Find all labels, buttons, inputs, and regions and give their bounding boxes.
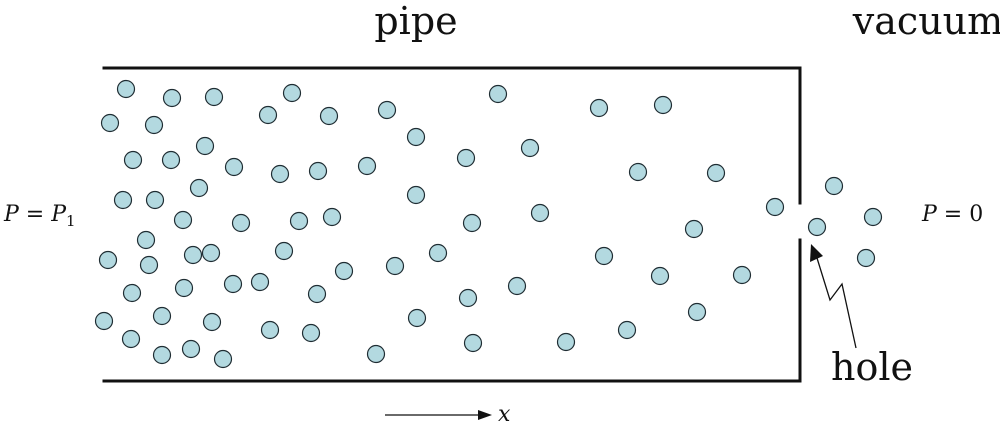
left-pressure-sub: 1: [66, 212, 76, 230]
gas-molecule: [307, 284, 327, 304]
x-axis-label: x: [498, 402, 511, 425]
gas-molecule: [144, 115, 164, 135]
gas-molecule: [152, 345, 172, 365]
gas-molecule: [260, 320, 280, 340]
gas-molecule: [195, 136, 215, 156]
gas-molecule: [385, 256, 405, 276]
gas-molecule: [807, 217, 827, 237]
gas-molecule: [181, 339, 201, 359]
vacuum-label: vacuum: [852, 0, 1000, 43]
gas-molecule: [687, 302, 707, 322]
gas-molecule: [224, 157, 244, 177]
gas-molecule: [628, 162, 648, 182]
pipe-label: pipe: [374, 0, 457, 43]
hole-label: hole: [831, 345, 913, 389]
gas-molecule: [139, 255, 159, 275]
gas-molecule: [377, 100, 397, 120]
right-pressure-rhs: 0: [969, 202, 983, 227]
gas-molecule: [152, 306, 172, 326]
left-pressure-lhs: P: [3, 202, 20, 227]
gas-molecule: [357, 156, 377, 176]
gas-molecule: [684, 219, 704, 239]
gas-molecule: [270, 164, 290, 184]
gas-molecule: [282, 83, 302, 103]
gas-molecule: [507, 276, 527, 296]
gas-molecule: [123, 150, 143, 170]
gas-molecule: [145, 190, 165, 210]
gas-molecule: [653, 95, 673, 115]
gas-molecule: [617, 320, 637, 340]
hole-pointer-line: [816, 257, 857, 349]
pipe-walls: [102, 66, 802, 383]
hole-pointer-arrowhead: [810, 244, 823, 262]
gas-molecule: [488, 84, 508, 104]
left-pressure-eq: =: [19, 202, 51, 227]
gas-molecule: [650, 266, 670, 286]
gas-molecule: [556, 332, 576, 352]
gas-molecule: [250, 272, 270, 292]
gas-molecule: [189, 178, 209, 198]
gas-molecule: [174, 278, 194, 298]
gas-molecule: [406, 127, 426, 147]
gas-molecule: [428, 243, 448, 263]
gas-molecule: [458, 288, 478, 308]
gas-molecule: [274, 241, 294, 261]
right-pressure-eq: =: [937, 202, 969, 227]
gas-molecule: [100, 113, 120, 133]
gas-molecule: [824, 176, 844, 196]
left-pressure-rhs: P: [50, 202, 67, 227]
gas-molecule: [162, 88, 182, 108]
gas-molecule: [98, 250, 118, 270]
gas-molecule: [765, 197, 785, 217]
gas-molecule: [183, 245, 203, 265]
gas-molecule: [94, 311, 114, 331]
gas-molecule: [589, 98, 609, 118]
x-axis-arrowhead: [478, 410, 492, 420]
right-pressure-label: P = 0: [921, 202, 983, 227]
gas-molecule: [334, 261, 354, 281]
gas-molecule: [231, 213, 251, 233]
gas-molecule: [319, 106, 339, 126]
gas-molecule: [366, 344, 386, 364]
gas-molecule: [173, 210, 193, 230]
gas-molecule: [201, 243, 221, 263]
gas-molecule: [463, 333, 483, 353]
gas-molecule: [204, 87, 224, 107]
gas-molecule: [202, 312, 222, 332]
gas-molecule: [456, 148, 476, 168]
gas-molecule: [122, 283, 142, 303]
gas-molecule: [308, 161, 328, 181]
gas-molecule: [594, 246, 614, 266]
gas-molecule: [462, 213, 482, 233]
gas-molecule: [301, 323, 321, 343]
gas-molecule: [223, 274, 243, 294]
gas-molecule: [258, 105, 278, 125]
gas-molecule: [289, 211, 309, 231]
x-axis-arrow: [385, 410, 492, 420]
gas-molecule: [732, 265, 752, 285]
gas-molecule: [520, 138, 540, 158]
gas-molecule: [863, 207, 883, 227]
gas-molecule: [116, 79, 136, 99]
gas-molecule: [136, 230, 156, 250]
left-pressure-label: P = P1: [3, 202, 76, 230]
gas-molecule: [121, 329, 141, 349]
gas-molecule: [407, 308, 427, 328]
gas-molecule: [706, 163, 726, 183]
gas-molecule: [213, 349, 233, 369]
gas-molecule: [322, 207, 342, 227]
right-pressure-lhs: P: [921, 202, 938, 227]
gas-molecules: [94, 79, 883, 369]
gas-molecule: [856, 248, 876, 268]
gas-molecule: [406, 185, 426, 205]
gas-molecule: [113, 190, 133, 210]
hole-pointer: [810, 244, 857, 349]
gas-molecule: [161, 150, 181, 170]
gas-molecule: [530, 203, 550, 223]
